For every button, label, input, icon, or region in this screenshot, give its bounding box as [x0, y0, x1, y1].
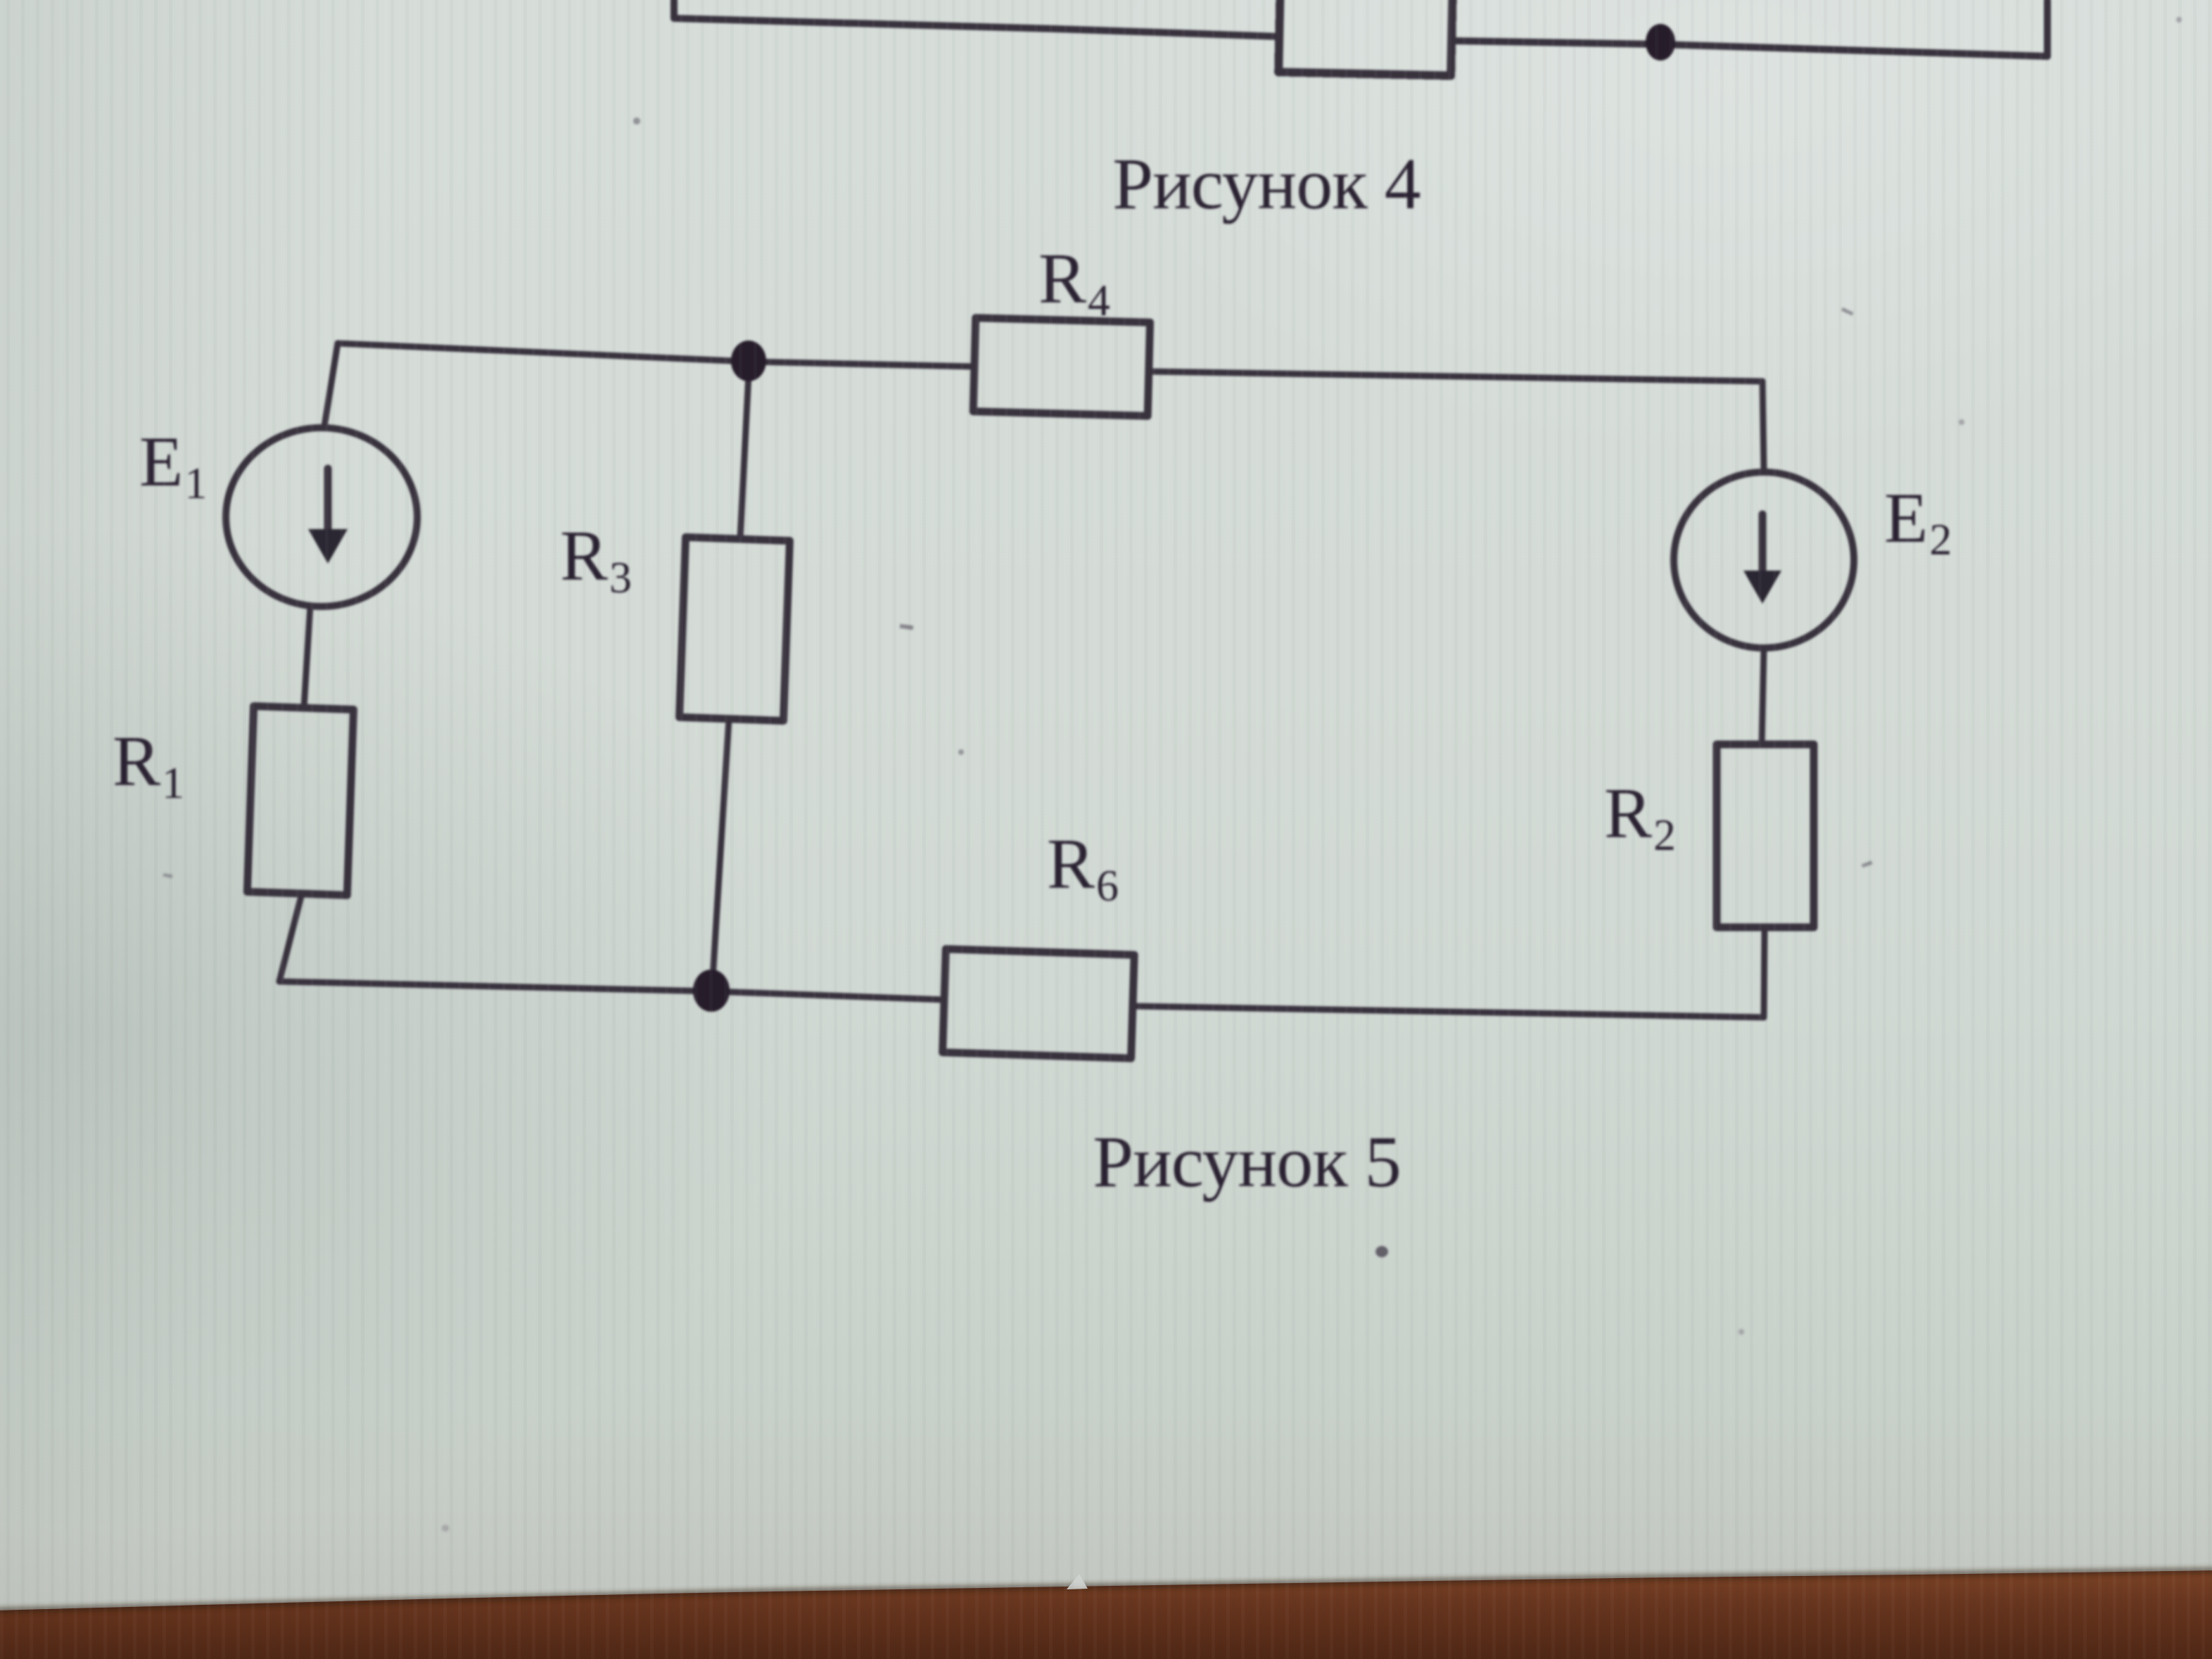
bottom-wire-right-segment	[1129, 1003, 1767, 1021]
bottom-wire-left-segment	[276, 978, 948, 1003]
r3-resistor-body	[675, 533, 794, 725]
r4-resistor-body	[969, 314, 1155, 420]
caption-figure-5: Рисунок 5	[1093, 1121, 1400, 1202]
bottom-junction-node-dot	[693, 970, 730, 1012]
label-r1-sub: 1	[162, 758, 184, 808]
e2-source-circle	[1670, 469, 1857, 651]
wires	[276, 340, 1768, 1021]
figure4-resistor-body	[1274, 0, 1458, 80]
figure4-partial-circuit	[670, 0, 2051, 80]
label-r2: R2	[1604, 774, 1675, 860]
top-wire-right-segment	[1145, 368, 1766, 385]
middle-branch-upper-wire	[737, 358, 753, 542]
right-branch-upper-wire	[1759, 378, 1767, 476]
speck-tick	[163, 872, 173, 879]
label-r4: R4	[1038, 239, 1110, 325]
label-e2-base: E	[1884, 478, 1927, 558]
e1-arrow-down-icon	[308, 529, 348, 564]
label-r4-base: R	[1038, 239, 1086, 319]
component-labels: E1 R1 R3 R4 R6 E2 R2	[113, 239, 1952, 910]
speck-dot	[442, 1525, 449, 1532]
label-r2-sub: 2	[1653, 810, 1675, 860]
label-r3: R3	[560, 516, 631, 602]
e2-emf-source	[1670, 469, 1857, 651]
label-r3-sub: 3	[609, 552, 631, 602]
figure-captions: Рисунок 4 Рисунок 5	[1093, 144, 1420, 1202]
label-r4-sub: 4	[1088, 275, 1110, 325]
label-r1-base: R	[113, 722, 160, 801]
speck-dot	[1959, 419, 1964, 425]
paper-edge-highlight	[1067, 1574, 1088, 1589]
speck-dot	[2176, 17, 2182, 23]
left-branch-lower-wire	[276, 890, 305, 985]
figure5-circuit	[222, 314, 1857, 1062]
e2-arrow-down-icon	[1743, 571, 1781, 604]
label-e2: E2	[1884, 478, 1951, 564]
label-e2-sub: 2	[1929, 514, 1951, 564]
right-branch-middle-wire	[1758, 644, 1767, 748]
middle-branch-lower-wire	[708, 716, 732, 993]
right-branch-lower-wire	[1760, 924, 1768, 1019]
label-e1-base: E	[139, 422, 182, 502]
figure4-bottom-wire-right	[1449, 37, 2051, 60]
speck-dot	[1375, 1246, 1388, 1257]
label-e1: E1	[139, 422, 206, 508]
figure4-bottom-wire-left	[670, 0, 1283, 40]
speck-tick	[1861, 860, 1873, 868]
label-r6: R6	[1047, 825, 1118, 910]
left-branch-upper-wire	[321, 340, 341, 430]
label-r1: R1	[113, 722, 184, 808]
speck-dot	[958, 749, 964, 755]
speck-dot	[633, 117, 640, 125]
table-surface	[0, 1567, 2212, 1659]
top-junction-node-dot	[731, 341, 766, 381]
caption-figure-4: Рисунок 4	[1112, 144, 1420, 224]
label-r6-base: R	[1047, 825, 1095, 904]
figure4-node-dot	[1646, 24, 1675, 61]
e1-source-circle	[222, 424, 421, 610]
r2-resistor-body	[1712, 740, 1818, 932]
left-branch-middle-wire	[300, 602, 314, 711]
label-r3-base: R	[560, 516, 608, 596]
paper-specks	[163, 17, 2182, 1532]
speck-dot	[1739, 1329, 1744, 1335]
label-r6-sub: 6	[1096, 860, 1118, 910]
r1-resistor-body	[243, 702, 358, 899]
paper-edge-shadow	[0, 1567, 2212, 1614]
speck-tick	[899, 623, 914, 630]
table-wood	[0, 1570, 2212, 1659]
speck-tick	[1841, 307, 1854, 316]
r6-resistor-body	[939, 945, 1138, 1062]
label-e1-sub: 1	[184, 458, 206, 508]
e1-emf-source	[222, 424, 421, 610]
label-r2-base: R	[1604, 774, 1652, 853]
top-wire-left-segment	[334, 340, 978, 370]
